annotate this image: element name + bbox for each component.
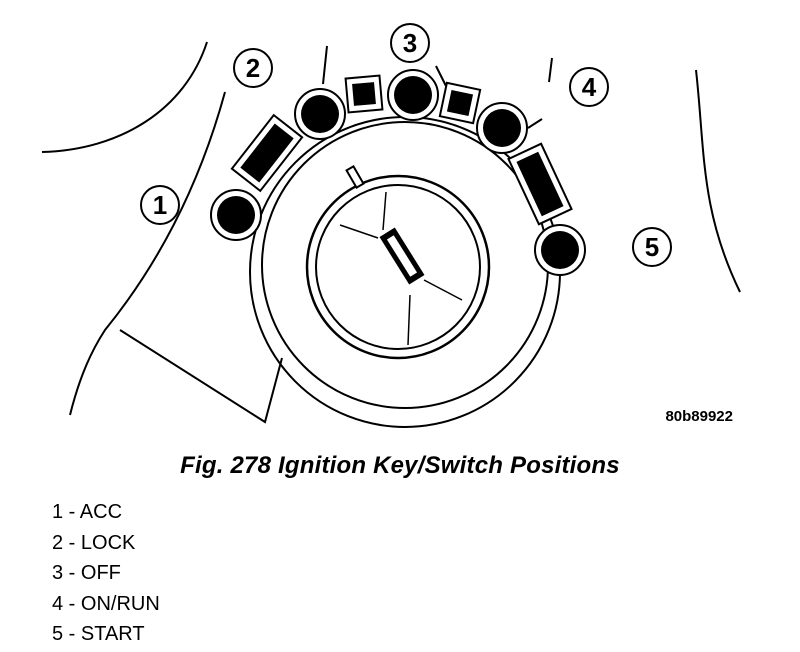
tick-line-4b bbox=[527, 118, 543, 129]
column-line-lower bbox=[119, 329, 283, 424]
dash-curve-left bbox=[41, 41, 208, 153]
tick-line-4a bbox=[548, 57, 553, 83]
block-run-start bbox=[507, 142, 573, 226]
block-off-run bbox=[438, 81, 482, 125]
tick-line-3 bbox=[435, 65, 447, 87]
cylinder-spokes bbox=[339, 191, 463, 346]
block-acc-lock bbox=[230, 113, 304, 193]
position-lamps bbox=[210, 69, 586, 276]
figure-caption: Fig. 278 Ignition Key/Switch Positions bbox=[180, 452, 620, 479]
key-slot bbox=[379, 227, 425, 285]
figure-code: 80b89922 bbox=[665, 408, 733, 425]
callout-4: 4 bbox=[569, 67, 609, 107]
svg-text:4: 4 bbox=[582, 72, 597, 102]
svg-text:3: 3 bbox=[403, 28, 417, 58]
lock-cylinder-outer bbox=[305, 174, 491, 360]
callout-2: 2 bbox=[233, 48, 273, 88]
svg-text:5: 5 bbox=[645, 232, 659, 262]
legend-item-off: 3 - OFF bbox=[52, 562, 121, 584]
lamp-off bbox=[387, 69, 439, 121]
ignition-switch-diagram: 1 2 3 4 5 80b89922 bbox=[41, 23, 741, 428]
legend-item-on-run: 4 - ON/RUN bbox=[52, 592, 160, 615]
lamp-acc bbox=[210, 189, 262, 241]
callout-1: 1 bbox=[140, 185, 180, 225]
tick-line-2 bbox=[322, 45, 328, 85]
lock-cylinder-inner bbox=[315, 184, 481, 350]
block-lock-off bbox=[344, 74, 384, 114]
legend-item-start: 5 - START bbox=[52, 623, 145, 645]
callout-5: 5 bbox=[632, 227, 672, 267]
legend-item-acc: 1 - ACC bbox=[52, 501, 123, 523]
position-indicator-blocks bbox=[230, 74, 573, 226]
position-indicator-notch bbox=[345, 164, 365, 190]
svg-text:1: 1 bbox=[153, 190, 167, 220]
legend-item-lock: 2 - LOCK bbox=[52, 531, 136, 554]
housing-right-curve bbox=[695, 69, 741, 293]
callouts: 1 2 3 4 5 bbox=[140, 23, 672, 267]
callout-3: 3 bbox=[390, 23, 430, 63]
svg-text:2: 2 bbox=[246, 53, 260, 83]
lamp-on-run bbox=[476, 102, 528, 154]
legend-list: 1 - ACC 2 - LOCK 3 - OFF 4 - ON/RUN 5 - … bbox=[52, 498, 160, 651]
column-line-left bbox=[69, 91, 226, 416]
lamp-lock bbox=[294, 88, 346, 140]
lamp-start bbox=[534, 224, 586, 276]
steering-column-outline bbox=[41, 41, 741, 424]
